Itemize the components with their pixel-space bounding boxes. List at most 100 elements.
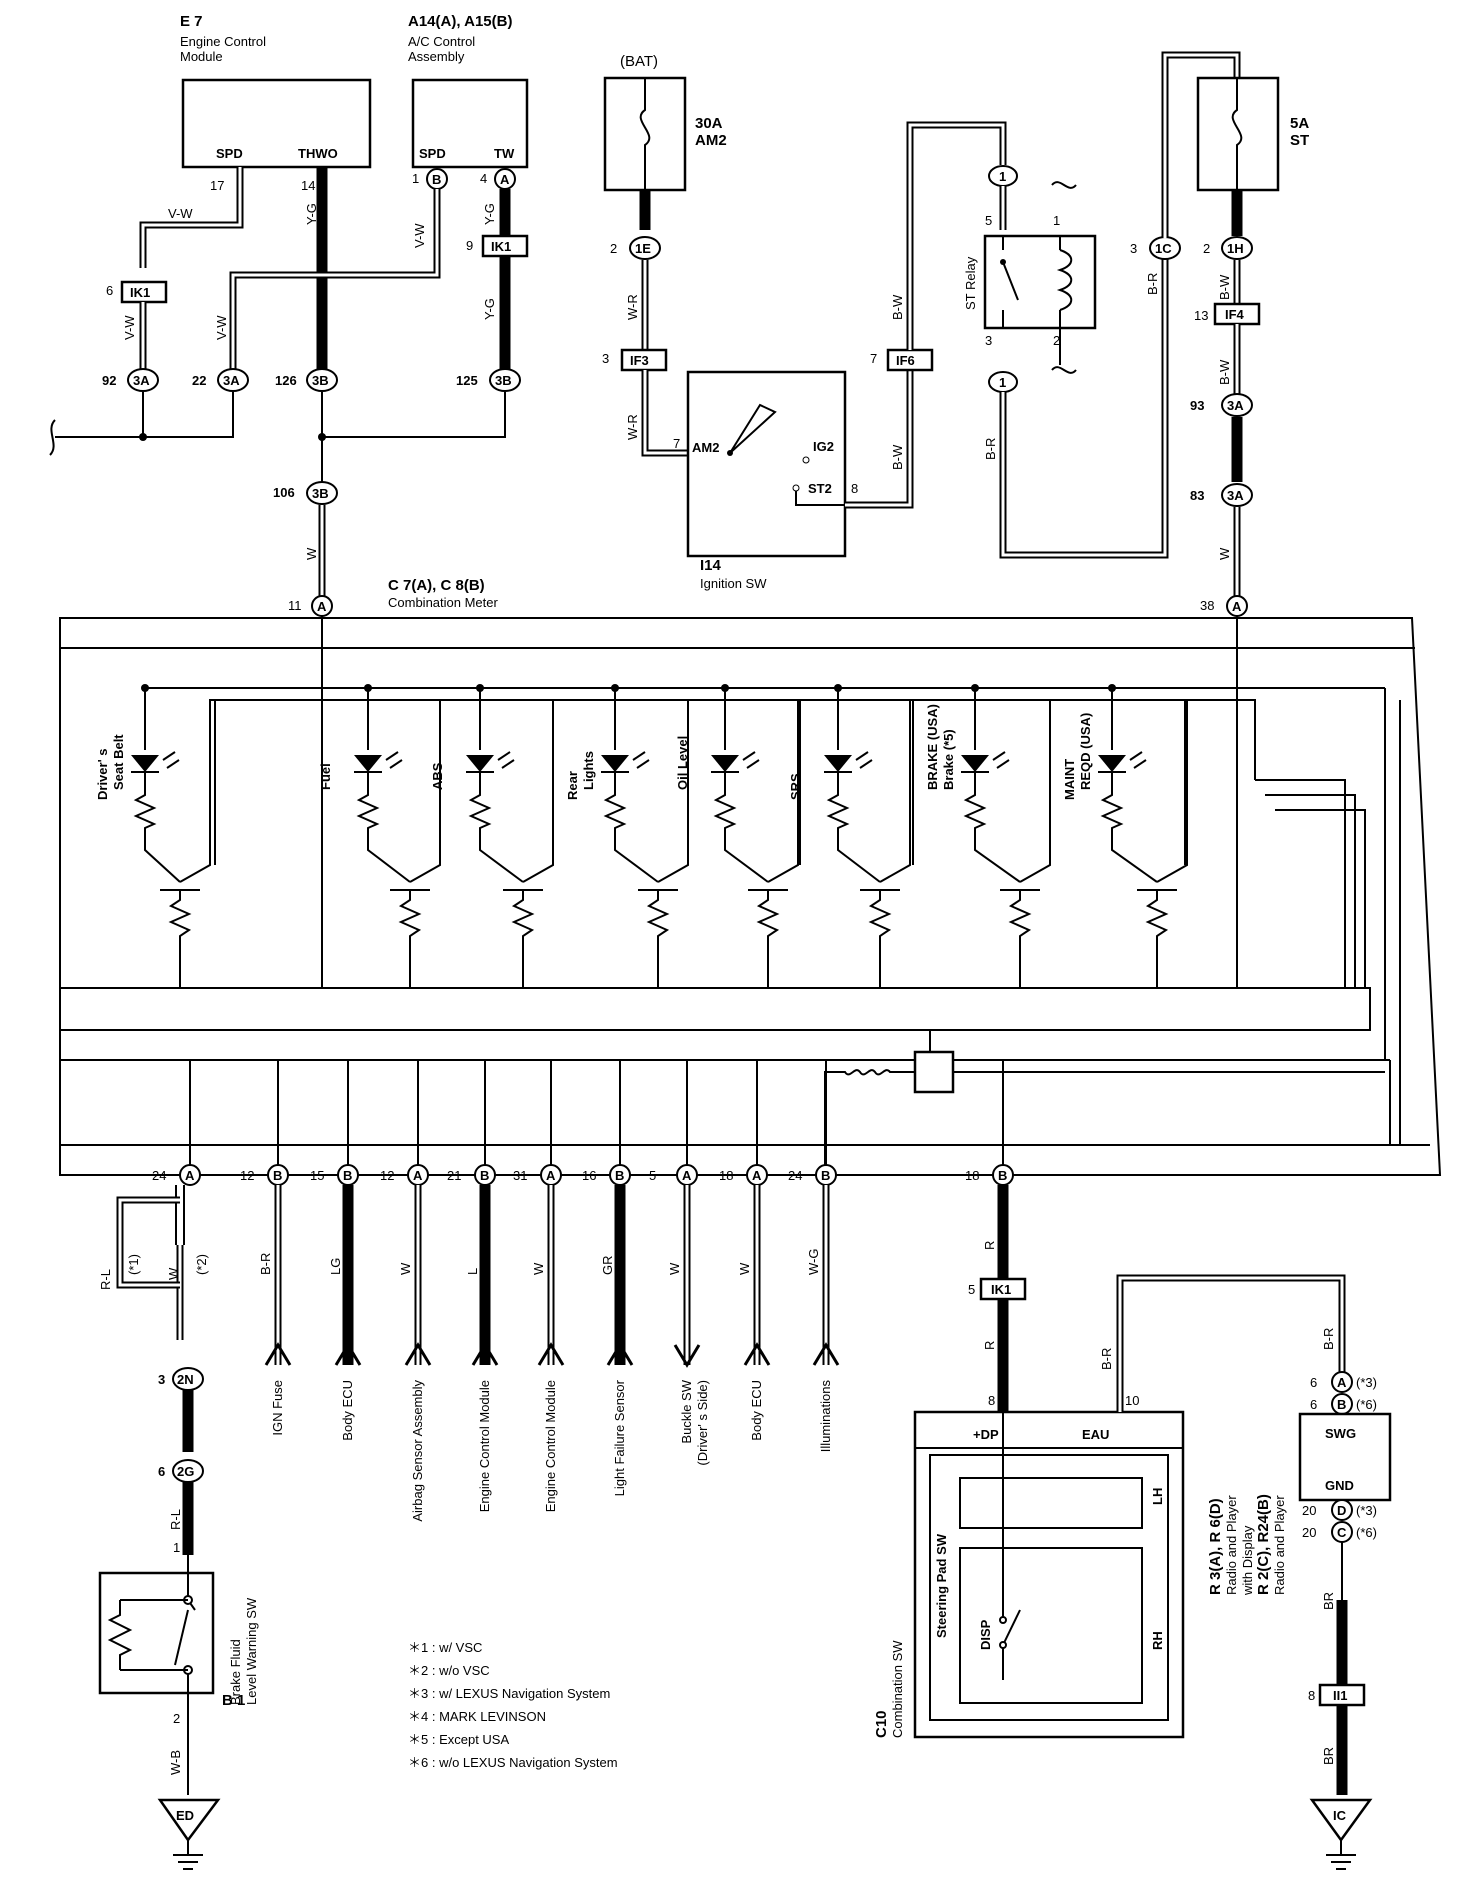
svg-text:20: 20	[1302, 1525, 1316, 1540]
brake-fluid-circuit: R-L (*1) W (*2) 3 2N 6 2G R-L 1 B 1 Brak…	[98, 1185, 259, 1870]
svg-text:IK1: IK1	[130, 285, 150, 300]
svg-text:4: 4	[480, 171, 487, 186]
meter-internal-bus	[824, 688, 1401, 1175]
destination-label: Airbag Sensor Assembly	[410, 1380, 425, 1522]
svg-text:R-L: R-L	[98, 1269, 113, 1290]
svg-text:B: B	[1337, 1397, 1346, 1412]
svg-text:A: A	[1337, 1375, 1347, 1390]
connector-letter: B	[480, 1168, 489, 1183]
svg-text:5: 5	[968, 1282, 975, 1297]
svg-text:＊6 : w/o LEXUS Navigation Syst: ＊6 : w/o LEXUS Navigation System	[408, 1755, 618, 1770]
svg-text:2N: 2N	[177, 1372, 194, 1387]
pin-number: 5	[649, 1168, 656, 1183]
svg-text:83: 83	[1190, 488, 1204, 503]
svg-text:13: 13	[1194, 308, 1208, 323]
svg-text:R: R	[982, 1241, 997, 1250]
svg-text:E 7: E 7	[180, 13, 203, 30]
svg-text:B-W: B-W	[1217, 274, 1232, 300]
svg-text:2: 2	[173, 1711, 180, 1726]
svg-text:A/C Control: A/C Control	[408, 34, 475, 49]
lamp-label: Rear	[565, 771, 580, 800]
svg-text:B-W: B-W	[890, 444, 905, 470]
svg-text:6: 6	[1310, 1397, 1317, 1412]
svg-text:8: 8	[851, 481, 858, 496]
lamp-label: ABS	[430, 762, 445, 790]
lamp-cell: Oil Level	[675, 684, 801, 988]
wire-color: W-G	[806, 1249, 821, 1275]
svg-text:1: 1	[999, 169, 1006, 184]
svg-text:30A: 30A	[695, 115, 723, 132]
pin-number: 24	[152, 1168, 166, 1183]
svg-text:B-R: B-R	[983, 438, 998, 460]
engine-control-module: E 7 Engine Control Module SPD THWO 17 14	[180, 13, 372, 193]
lamp-cell: SRS	[788, 684, 914, 988]
svg-text:RH: RH	[1150, 1631, 1165, 1650]
svg-text:3B: 3B	[312, 486, 329, 501]
svg-text:14: 14	[301, 178, 315, 193]
svg-text:W-B: W-B	[168, 1750, 183, 1775]
svg-text:B-R: B-R	[1099, 1348, 1114, 1370]
svg-text:3: 3	[1130, 241, 1137, 256]
svg-text:11: 11	[288, 598, 302, 613]
pin-number: 18	[719, 1168, 733, 1183]
svg-text:GND: GND	[1325, 1478, 1354, 1493]
pin-number: 15	[310, 1168, 324, 1183]
svg-text:3: 3	[602, 351, 609, 366]
svg-text:17: 17	[210, 178, 224, 193]
connector-letter: A	[752, 1168, 762, 1183]
destination-label: Engine Control Module	[543, 1380, 558, 1512]
svg-text:Y-G: Y-G	[482, 298, 497, 320]
svg-text:Combination SW: Combination SW	[890, 1640, 905, 1738]
pin-number: 24	[788, 1168, 802, 1183]
connector-letter: A	[546, 1168, 556, 1183]
svg-text:2: 2	[1053, 333, 1060, 348]
destination-label: Engine Control Module	[477, 1380, 492, 1512]
svg-text:IF4: IF4	[1225, 307, 1245, 322]
svg-text:3A: 3A	[133, 373, 150, 388]
svg-text:1: 1	[1053, 213, 1060, 228]
svg-text:B-W: B-W	[890, 294, 905, 320]
svg-text:Brake Fluid: Brake Fluid	[228, 1639, 243, 1705]
ignition-switch: 7 AM2 IG2 ST2 8 I14 Ignition SW	[673, 370, 858, 591]
pin-number: 12	[240, 1168, 254, 1183]
svg-text:LH: LH	[1150, 1488, 1165, 1505]
lamp-label: Brake (*5)	[941, 729, 956, 790]
destination-label: Buckle SW	[679, 1379, 694, 1443]
lamp-label: SRS	[788, 773, 803, 800]
svg-text:＊1 : w/ VSC: ＊1 : w/ VSC	[408, 1640, 482, 1655]
svg-text:ST: ST	[1290, 132, 1309, 149]
svg-text:I14: I14	[700, 557, 722, 574]
svg-text:V-W: V-W	[412, 223, 427, 248]
svg-text:(BAT): (BAT)	[620, 53, 658, 70]
destination-label: (Driver' s Side)	[695, 1380, 710, 1466]
wire-color: GR	[600, 1256, 615, 1276]
svg-text:AM2: AM2	[695, 132, 727, 149]
connector-letter: A	[682, 1168, 692, 1183]
svg-text:R: R	[982, 1341, 997, 1350]
lamp-label: Fuel	[318, 763, 333, 790]
svg-text:＊3 : w/ LEXUS Navigation Syste: ＊3 : w/ LEXUS Navigation System	[408, 1686, 610, 1701]
svg-text:B-R: B-R	[1145, 273, 1160, 295]
svg-text:W: W	[166, 1267, 181, 1280]
svg-text:C10: C10	[873, 1710, 890, 1738]
svg-text:R 3(A), R 6(D): R 3(A), R 6(D)	[1207, 1498, 1224, 1595]
svg-text:1: 1	[173, 1540, 180, 1555]
svg-text:C 7(A), C 8(B): C 7(A), C 8(B)	[388, 577, 485, 594]
lamp-cell: Fuel	[318, 684, 441, 988]
svg-text:Combination Meter: Combination Meter	[388, 595, 498, 610]
svg-text:6: 6	[1310, 1375, 1317, 1390]
svg-text:＊5 : Except USA: ＊5 : Except USA	[408, 1732, 509, 1747]
svg-text:2: 2	[1203, 241, 1210, 256]
